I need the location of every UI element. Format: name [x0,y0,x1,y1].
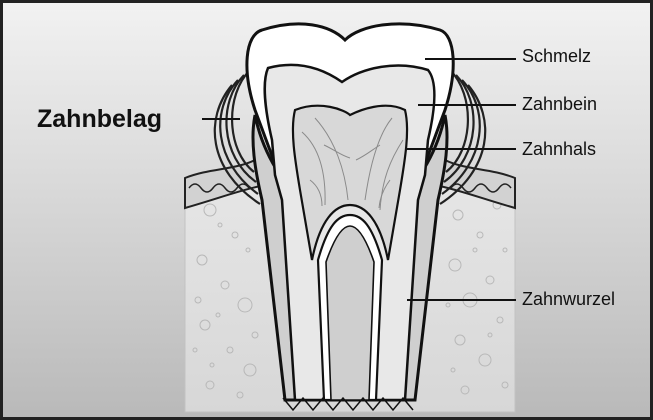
label-plaque: Zahnbelag [37,107,162,132]
label-dentin: Zahnbein [522,95,597,113]
label-root: Zahnwurzel [522,290,615,308]
label-neck: Zahnhals [522,140,596,158]
label-enamel: Schmelz [522,47,591,65]
